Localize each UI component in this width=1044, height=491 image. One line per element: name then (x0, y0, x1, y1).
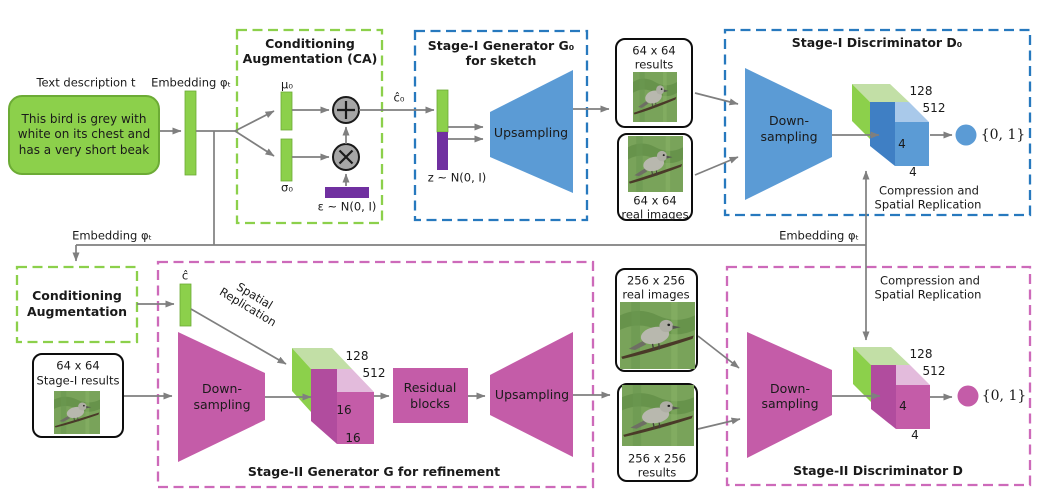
stage2gen-dim-16-bottom: 16 (345, 431, 361, 446)
epsilon-label: ε ~ N(0, I) (317, 199, 377, 214)
c-hat-bar (179, 283, 192, 327)
stage2-downsampling-label-line1: Down- (202, 380, 242, 396)
stage2-dim-128: 128 (909, 347, 933, 362)
stage2-disc-downsampling-label-line1: Down- (770, 380, 810, 396)
stage2-output-label: {0, 1} (981, 387, 1027, 404)
text-description-box: This bird is grey with white on its ches… (8, 95, 160, 175)
stage2-downsampling-trapezoid (178, 332, 265, 462)
stage1-dim-512: 512 (922, 101, 946, 116)
stage2gen-dim-16-front: 16 (336, 403, 352, 418)
stage2-disc-tensor-block (853, 347, 930, 429)
stage1-discriminator-frame (723, 28, 1032, 217)
ca-title-line1: Conditioning (265, 35, 355, 51)
c-hat-label: ĉ (181, 268, 189, 283)
bird-image-64-real (628, 136, 683, 192)
stage2-generator-frame (156, 260, 595, 489)
stage1-results-label-line1: 64 x 64 (56, 358, 100, 373)
stage1-disc-tensor-block (852, 84, 929, 166)
stage2-generator-title: Stage-II Generator G for refinement (247, 463, 501, 479)
bird-image-256-real (620, 302, 695, 369)
z-noise-label: z ~ N(0, I) (427, 170, 487, 185)
stage1-downsampling-label-line2: sampling (760, 128, 818, 144)
stage1-downsampling-trapezoid (745, 68, 832, 200)
bird-image-256-results (622, 385, 694, 446)
real-256-label-line1: 256 x 256 (626, 273, 686, 288)
stage1-generator-title-line1: Stage-I Generator G₀ (427, 37, 575, 53)
ca2-title-line2: Augmentation (26, 303, 128, 319)
vector-bars (179, 89, 449, 327)
ca2-title-line1: Conditioning (32, 287, 122, 303)
stage2-disc-downsampling-label-line2: sampling (761, 395, 819, 411)
residual-blocks-label-line2: blocks (410, 395, 450, 411)
stage2-dim-4-bottom: 4 (911, 428, 919, 443)
residual-blocks-rect (393, 368, 468, 423)
stage1-discriminator-title: Stage-I Discriminator D₀ (791, 34, 963, 50)
results-64-label-line2: results (634, 57, 674, 72)
stage2gen-dim-128: 128 (345, 349, 369, 364)
stage1-upsampling-trapezoid (490, 70, 573, 193)
results-256-label-line1: 256 x 256 (627, 451, 687, 466)
stage1-dim-4-front: 4 (898, 137, 906, 152)
mu0-bar (280, 91, 293, 131)
c-hat0-label: ĉ₀ (393, 90, 405, 105)
stage2-upsampling-label: Upsampling (494, 386, 570, 402)
stage1-compression-label-line2: Spatial Replication (874, 197, 982, 212)
results-256-label-line2: results (637, 465, 677, 480)
epsilon-noise-bar (325, 187, 369, 198)
stage2-compression-label-line2: Spatial Replication (874, 287, 982, 302)
stage2-discriminator-title: Stage-II Discriminator D (793, 462, 963, 478)
ca-stage1-frame (235, 28, 384, 225)
stage2-downsampling-label-line2: sampling (193, 396, 251, 412)
text-description-label: Text description t (36, 75, 136, 90)
connector-arrows (72, 92, 953, 430)
bird-image-64-results (633, 72, 677, 122)
stage1-generator-title-line2: for sketch (465, 52, 537, 68)
stage1-downsampling-label-line1: Down- (769, 112, 809, 128)
network-trapezoids (178, 68, 832, 462)
stage2-disc-downsampling-trapezoid (747, 332, 832, 458)
stage1-output-circle (955, 124, 977, 146)
stage1-dim-4-bottom: 4 (909, 165, 917, 180)
sigma0-label: σ₀ (281, 180, 293, 195)
stage1-output-label: {0, 1} (980, 126, 1026, 143)
stage1-compression-label-line1: Compression and (879, 183, 979, 198)
embedding-label-top: Embedding φₜ (151, 75, 231, 90)
embedding-label-left: Embedding φₜ (72, 228, 152, 243)
embedding-label-right: Embedding φₜ (779, 228, 859, 243)
z-noise-bar (437, 132, 448, 170)
stage2-upsampling-trapezoid (490, 332, 573, 457)
stage2-discriminator-frame (725, 265, 1032, 487)
real-256-label-line2: real images (622, 287, 690, 302)
stage2-compression-label-line1: Compression and (880, 273, 980, 288)
real-64-label-line1: 64 x 64 (633, 193, 677, 208)
c-hat0-bar (436, 89, 449, 133)
embedding-bar (184, 90, 197, 176)
stage2-dim-512: 512 (922, 364, 946, 379)
stage2-output-circle (957, 385, 979, 407)
bird-image-stage1-results (54, 391, 100, 434)
stage1-dim-128: 128 (909, 84, 933, 99)
stage2-dim-4-front: 4 (899, 399, 907, 414)
mu0-label: μ₀ (281, 77, 293, 92)
sigma0-bar (280, 138, 293, 182)
stage2gen-dim-512: 512 (362, 366, 386, 381)
real-64-label-line2: real images (621, 207, 689, 222)
stage2-gen-tensor-block (292, 348, 374, 444)
stage1-upsampling-label: Upsampling (493, 124, 569, 140)
ca-title-line2: Augmentation (CA) (242, 50, 378, 66)
results-64-label-line1: 64 x 64 (632, 43, 676, 58)
stage1-results-label-line2: Stage-I results (36, 373, 120, 388)
stage1-generator-frame (413, 29, 589, 222)
residual-blocks-label-line1: Residual (403, 379, 457, 395)
